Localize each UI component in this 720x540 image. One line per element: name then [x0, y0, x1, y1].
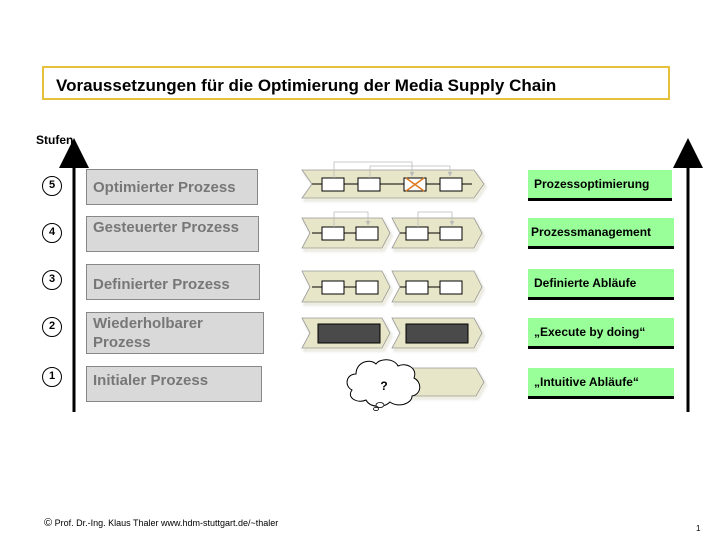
- level3-steps: [312, 280, 463, 295]
- level2-black-box-2: [405, 323, 469, 344]
- level3-right-label: Definierte Abläufe: [528, 269, 674, 297]
- level5-right-label: Prozessoptimierung: [528, 170, 672, 198]
- level2-left-label-line1: Wiederholbarer: [93, 315, 203, 332]
- level5-left-box: Optimierter Prozess: [86, 169, 258, 205]
- level-number-2: 2: [42, 317, 62, 337]
- level-number-4: 4: [42, 223, 62, 243]
- level4-right-label: Prozessmanagement: [528, 218, 674, 246]
- footer: © Prof. Dr.-Ing. Klaus Thaler www.hdm-st…: [44, 517, 278, 529]
- page-number: 1: [696, 524, 701, 533]
- level2-left-box: Wiederholbarer Prozess: [86, 312, 264, 354]
- level-number-5: 5: [42, 176, 62, 196]
- copyright-icon: ©: [44, 517, 53, 529]
- footer-text: Prof. Dr.-Ing. Klaus Thaler www.hdm-stut…: [54, 518, 279, 528]
- level2-black-box-1: [317, 323, 381, 344]
- title-box: Voraussetzungen für die Optimierung der …: [42, 66, 670, 100]
- level-number-3: 3: [42, 270, 62, 290]
- level1-right-label: „Intuitive Abläufe“: [528, 368, 674, 396]
- cloud-question-mark: ?: [380, 379, 387, 393]
- level1-left-box: Initialer Prozess: [86, 366, 262, 402]
- level4-steps: [312, 211, 463, 241]
- level5-steps: [312, 161, 472, 192]
- level3-left-label: Definierter Prozess: [93, 276, 230, 293]
- level3-left-box: Definierter Prozess: [86, 264, 260, 300]
- level1-left-label: Initialer Prozess: [93, 372, 209, 389]
- level2-left-label-line2: Prozess: [93, 334, 151, 351]
- level4-left-box: Gesteuerter Prozess: [86, 216, 259, 252]
- level5-left-label: Optimierter Prozess: [93, 179, 236, 196]
- level2-right-label: „Execute by doing“: [528, 318, 674, 346]
- thought-cloud-icon: [346, 359, 421, 411]
- level-number-1: 1: [42, 367, 62, 387]
- page-title: Voraussetzungen für die Optimierung der …: [56, 76, 557, 95]
- level4-left-label: Gesteuerter Prozess: [93, 219, 239, 236]
